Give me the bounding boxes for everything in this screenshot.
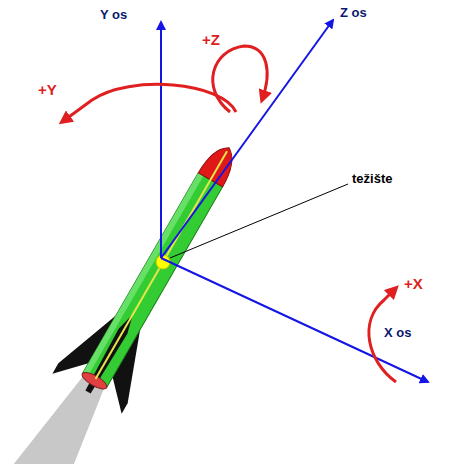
rotation-label: +X <box>404 276 423 293</box>
rocket <box>0 128 264 464</box>
y-axis <box>160 22 162 258</box>
z-axis <box>161 20 333 258</box>
part-label: težište <box>352 172 392 186</box>
axis-label: Y os <box>100 8 127 22</box>
rotation-label: +Y <box>38 82 57 99</box>
rotation-label: +Z <box>202 32 220 49</box>
leader-line <box>170 184 348 258</box>
y-rotation-arrow <box>62 84 236 122</box>
x-axis <box>161 258 428 382</box>
axis-label: Z os <box>340 6 367 20</box>
nozzle <box>80 369 109 392</box>
axis-label: X os <box>384 326 411 340</box>
body-highlight <box>82 173 203 377</box>
z-rotation-arrow <box>213 46 267 112</box>
